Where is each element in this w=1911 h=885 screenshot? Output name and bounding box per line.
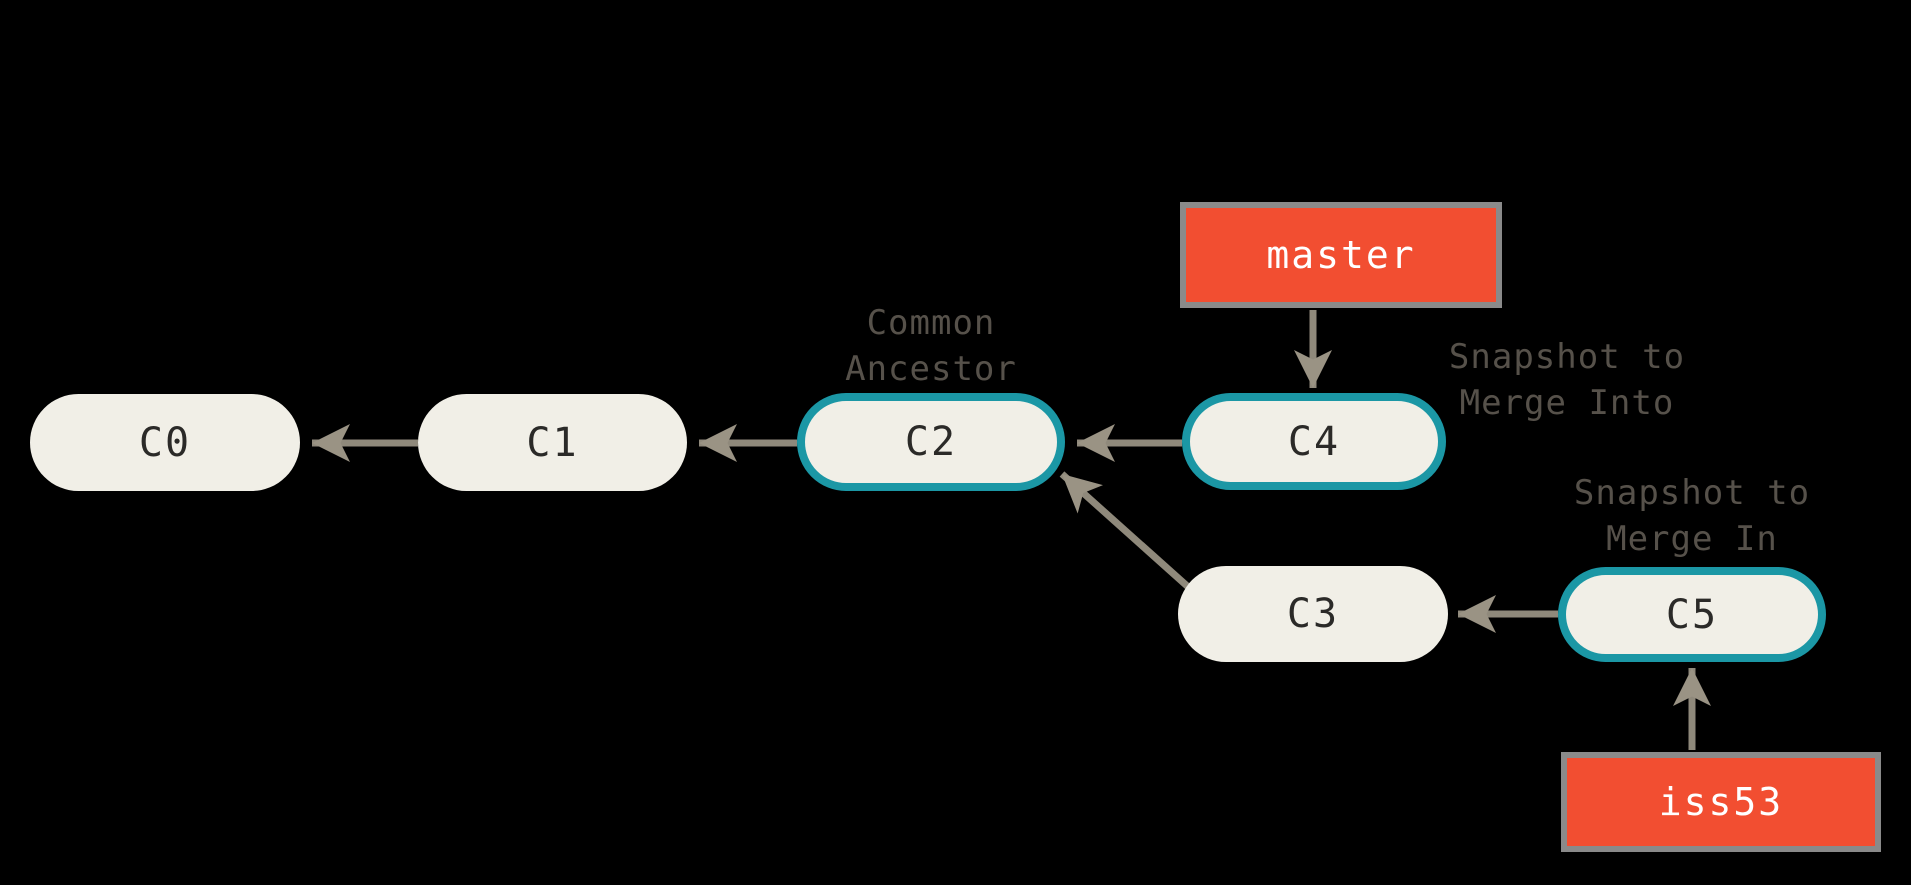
annotation-snapshot-merge-into: Snapshot to Merge Into: [1448, 337, 1686, 423]
arrow-c3-to-c2: [1059, 471, 1208, 605]
branch-label-iss53: iss53: [1561, 752, 1881, 852]
commit-node-c2: C2: [797, 393, 1065, 491]
commit-node-c4: C4: [1182, 393, 1446, 490]
annotation-snapshot-merge-in: Snapshot to Merge In: [1573, 473, 1811, 559]
annotation-common-ancestor: Common Ancestor: [845, 303, 1017, 389]
commit-node-c0: C0: [30, 394, 300, 491]
commit-node-c5: C5: [1558, 567, 1826, 662]
commit-node-c1: C1: [418, 394, 687, 491]
branch-label-master: master: [1180, 202, 1502, 308]
commit-node-c3: C3: [1178, 566, 1448, 662]
